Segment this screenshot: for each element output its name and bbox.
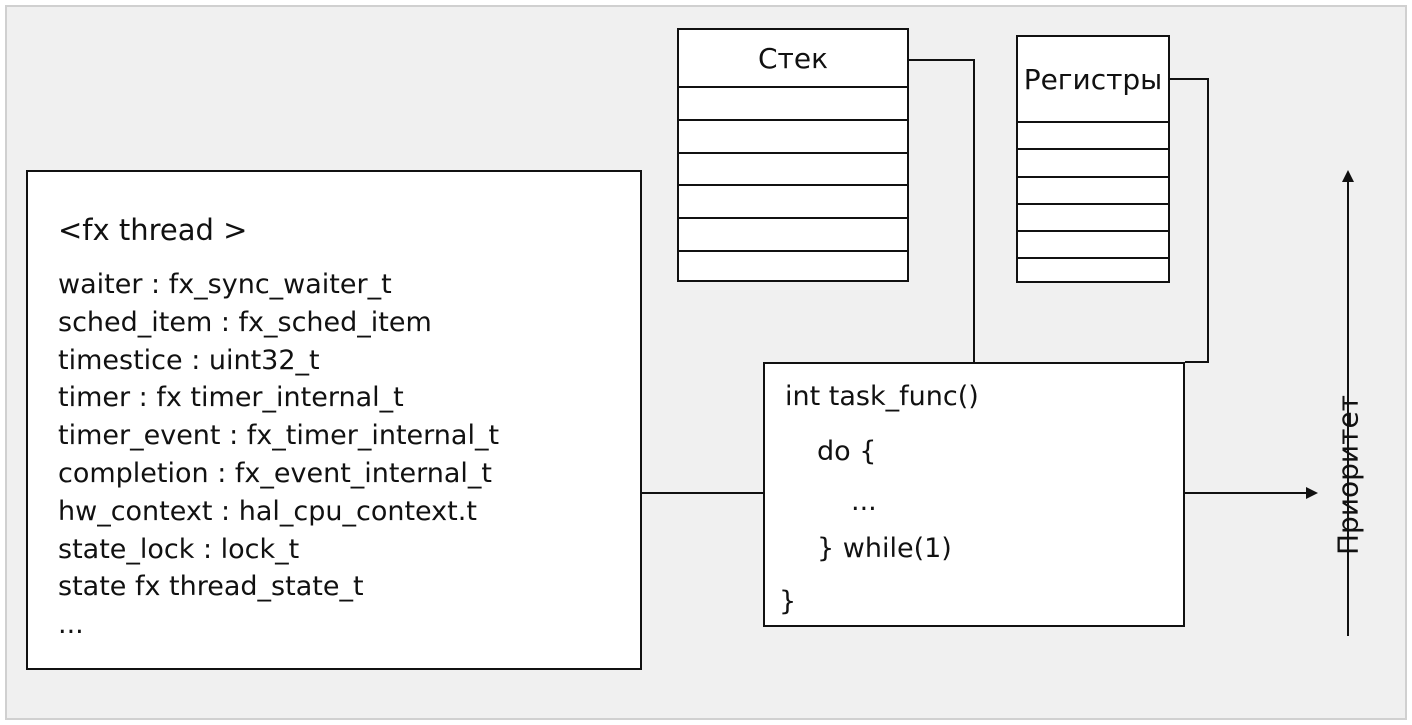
thread-field: completion : fx_event_internal_t (58, 457, 492, 489)
thread-field: hw_context : hal_cpu_context.t (58, 495, 477, 527)
registers-title: Регистры (1018, 37, 1168, 123)
stack-row (679, 186, 907, 220)
stack-row (679, 219, 907, 252)
task-body-line: ... (851, 486, 877, 517)
stack-row (679, 88, 907, 121)
stack-to-task-connector (909, 59, 975, 362)
registers-to-task-connector (1170, 78, 1209, 363)
registers-row (1018, 259, 1168, 286)
task-close-line: } (779, 586, 797, 617)
thread-field: state fx thread_state_t (58, 571, 364, 603)
registers-row (1018, 232, 1168, 260)
task-while-line: } while(1) (817, 533, 952, 564)
thread-field: timer : fx timer_internal_t (58, 382, 404, 414)
task-signature: int task_func() (785, 381, 979, 412)
thread-field: timer_event : fx_timer_internal_t (58, 420, 500, 452)
task-do-line: do { (817, 436, 877, 467)
stack-row (679, 121, 907, 154)
thread-field: waiter : fx_sync_waiter_t (58, 269, 392, 300)
thread-struct-box: <fx thread > waiter : fx_sync_waiter_t s… (26, 170, 642, 670)
thread-field-list: waiter : fx_sync_waiter_t sched_item : f… (58, 266, 499, 644)
stack-row (679, 252, 907, 285)
registers-row (1018, 123, 1168, 151)
thread-field: sched_item : fx_sched_item (58, 306, 432, 338)
thread-field: ... (58, 609, 84, 641)
registers-row (1018, 205, 1168, 233)
stack-title: Стек (679, 30, 907, 88)
thread-field: timestice : uint32_t (58, 344, 320, 376)
thread-field: state_lock : lock_t (58, 533, 300, 565)
thread-struct-title: <fx thread > (58, 213, 248, 247)
stack-table: Стек (677, 28, 909, 282)
task-function-box: int task_func() do { ... } while(1) } (763, 362, 1185, 627)
registers-row (1018, 178, 1168, 205)
registers-row (1018, 150, 1168, 178)
stack-row (679, 154, 907, 187)
registers-table: Регистры (1016, 35, 1170, 283)
priority-axis-label: Приоритет (1331, 395, 1365, 555)
